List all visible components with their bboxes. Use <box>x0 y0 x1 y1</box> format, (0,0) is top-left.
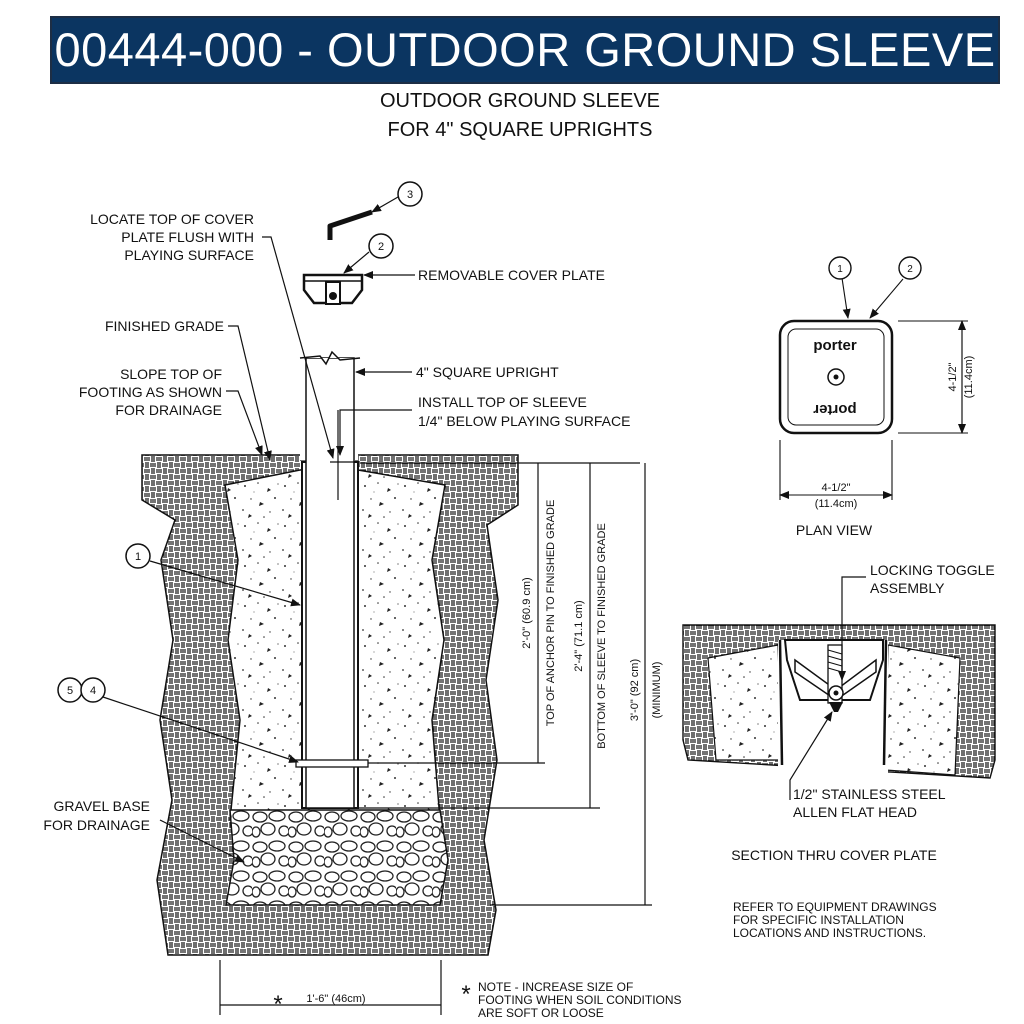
dim-2-4-label: BOTTOM OF SLEEVE TO FINISHED GRADE <box>596 523 608 749</box>
note-line-2: FOOTING WHEN SOIL CONDITIONS <box>478 993 682 1007</box>
plan-view-label: PLAN VIEW <box>796 522 873 538</box>
title-banner: 00444-000 - OUTDOOR GROUND SLEEVE <box>50 16 1000 84</box>
marker-4-circle <box>80 677 106 703</box>
dim-width: 1'-6" (46cm) <box>306 993 365 1005</box>
note-line-3: ARE SOFT OR LOOSE <box>478 1006 604 1020</box>
callout-install-top-2: 1/4" BELOW PLAYING SURFACE <box>418 413 630 429</box>
plan-brand-bottom: porter <box>813 401 857 418</box>
callout-slope-1: SLOPE TOP OF <box>120 366 222 382</box>
callout-slope-3: FOR DRAINAGE <box>115 402 222 418</box>
main-section <box>141 350 652 1015</box>
note-asterisk: * <box>461 981 470 1008</box>
callout-gravel-2: FOR DRAINAGE <box>43 817 150 833</box>
callout-locate-top-2: PLATE FLUSH WITH <box>121 229 254 245</box>
dim-2-0-label: TOP OF ANCHOR PIN TO FINISHED GRADE <box>545 500 557 727</box>
callout-square-upright: 4" SQUARE UPRIGHT <box>416 364 559 380</box>
marker-5: 5 <box>67 685 73 697</box>
plan-brand-top: porter <box>813 337 857 354</box>
section-detail: LOCKING TOGGLE ASSEMBLY 1/2" STAINLESS S… <box>682 562 996 863</box>
marker-4: 4 <box>90 685 96 697</box>
refer-line-2: FOR SPECIFIC INSTALLATION <box>733 913 904 927</box>
section-toggle-2: ASSEMBLY <box>870 580 945 596</box>
plan-marker-1-circle <box>828 256 852 280</box>
marker-3-circle <box>397 181 423 207</box>
plan-hole-inner <box>833 374 839 380</box>
marker-2-circle <box>368 233 394 259</box>
refer-line-1: REFER TO EQUIPMENT DRAWINGS <box>733 900 937 914</box>
marker-2: 2 <box>378 241 384 253</box>
section-toggle-1: LOCKING TOGGLE <box>870 562 995 578</box>
subtitle-line-2: FOR 4" SQUARE UPRIGHTS <box>387 119 653 141</box>
allen-head-icon <box>829 702 843 712</box>
dimension-lines <box>219 462 652 1015</box>
anchor-pin <box>295 759 369 768</box>
note-line-1: NOTE - INCREASE SIZE OF <box>478 980 633 994</box>
plan-marker-1: 1 <box>837 264 843 275</box>
callout-removable-cover: REMOVABLE COVER PLATE <box>418 267 605 283</box>
callout-slope-2: FOOTING AS SHOWN <box>79 384 222 400</box>
dim-3-0-label: (MINIMUM) <box>651 662 663 719</box>
callout-leaders <box>159 236 415 863</box>
callout-locate-top-1: LOCATE TOP OF COVER <box>90 211 254 227</box>
plan-marker-2-circle <box>898 256 922 280</box>
plan-dim-h-cm: (11.4cm) <box>815 498 858 510</box>
section-concrete-left <box>707 644 783 761</box>
dim-2-4: 2'-4" (71.1 cm) <box>573 600 585 671</box>
dim-2-0: 2'-0" (60.9 cm) <box>521 577 533 648</box>
plan-view: porter porter 1 2 4-1/2" (11.4cm) 4-1/2"… <box>778 256 975 538</box>
callout-install-top-1: INSTALL TOP OF SLEEVE <box>418 394 587 410</box>
subtitle-line-1: OUTDOOR GROUND SLEEVE <box>379 90 661 112</box>
plan-dim-h: 4-1/2" <box>822 482 851 494</box>
page-title: 00444-000 - OUTDOOR GROUND SLEEVE <box>54 23 996 76</box>
refer-line-3: LOCATIONS AND INSTRUCTIONS. <box>733 926 926 940</box>
dim-3-0: 3'-0" (92 cm) <box>629 659 641 721</box>
allen-key-icon <box>327 209 373 240</box>
marker-3: 3 <box>407 189 413 201</box>
section-label: SECTION THRU COVER PLATE <box>731 847 937 863</box>
square-upright <box>305 357 355 809</box>
section-allen-1: 1/2" STAINLESS STEEL <box>793 786 946 802</box>
callout-locate-top-3: PLAYING SURFACE <box>124 247 254 263</box>
dim-asterisk: * <box>273 991 282 1018</box>
section-concrete-right <box>884 644 961 776</box>
cover-plate-icon <box>302 273 364 305</box>
marker-1-circle <box>125 543 151 569</box>
gravel-base <box>225 809 449 906</box>
plan-marker-2: 2 <box>907 264 913 275</box>
plan-dim-v-cm: (11.4cm) <box>963 356 975 399</box>
plan-dim-v: 4-1/2" <box>947 362 959 391</box>
section-allen-2: ALLEN FLAT HEAD <box>793 804 917 820</box>
marker-1: 1 <box>135 551 141 563</box>
callout-finished-grade: FINISHED GRADE <box>105 318 224 334</box>
callout-gravel-1: GRAVEL BASE <box>54 798 150 814</box>
